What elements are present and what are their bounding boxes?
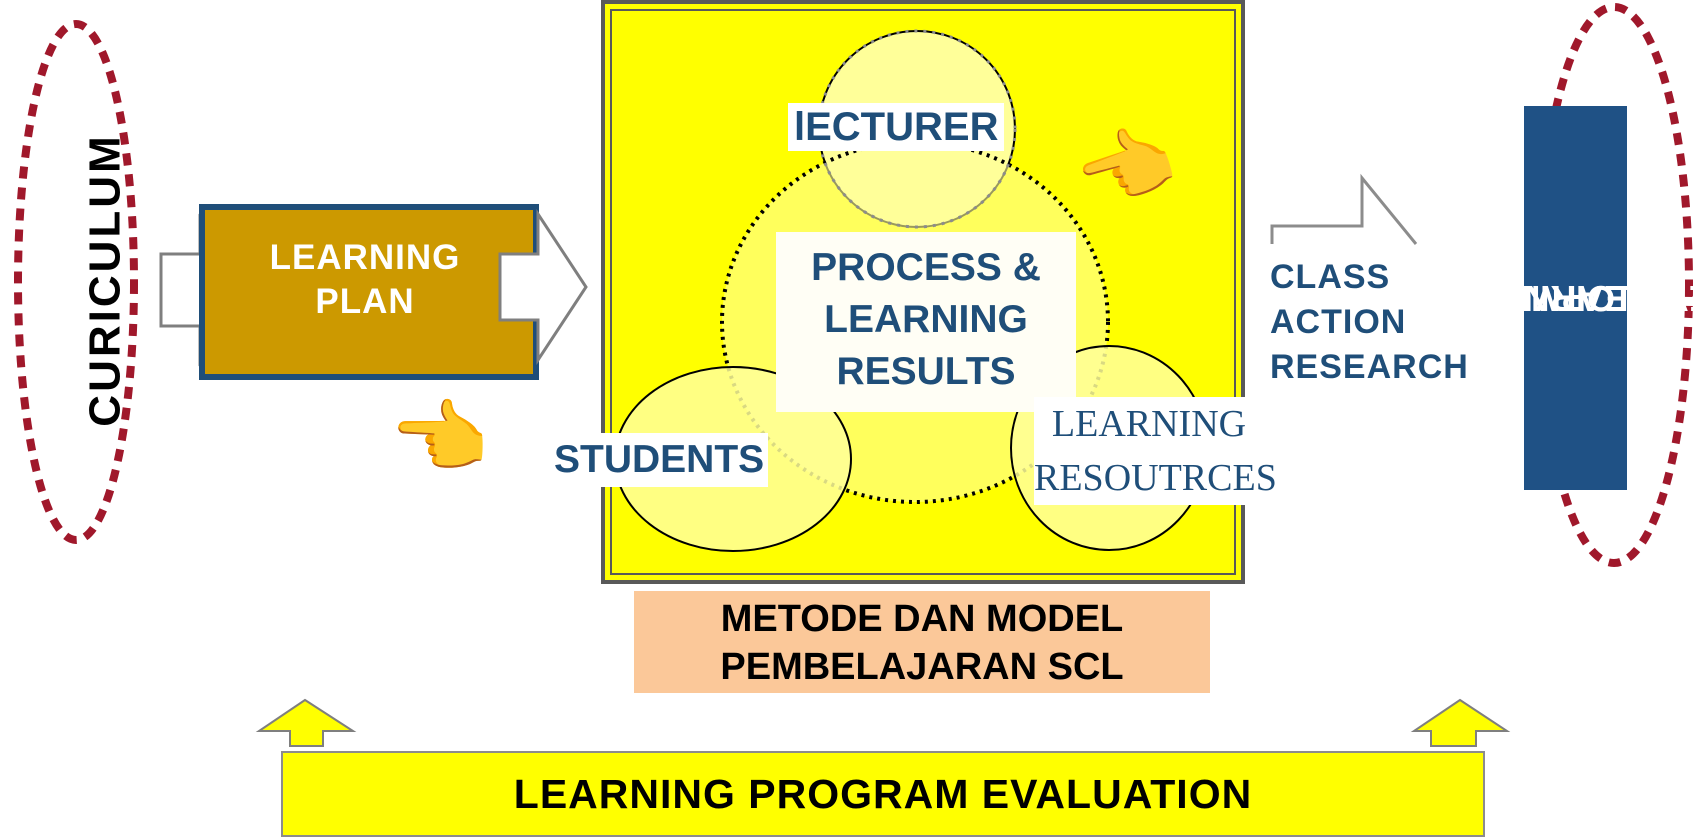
evaluation-up-arrow-left: [255, 698, 357, 747]
learning-plan-label: LEARNING PLAN: [269, 238, 461, 321]
lecturer-label: lECTURER: [788, 103, 1005, 151]
curiculum-label: CURICULUM: [81, 133, 130, 427]
process-learning-results-label: PROCESS & LEARNING RESULTS: [776, 232, 1076, 412]
learning-resources-label: LEARNING RESOUTRCES: [1034, 397, 1277, 505]
evaluation-bar: [281, 751, 1485, 837]
class-action-research-label: CLASS ACTION RESEARCH: [1270, 258, 1469, 386]
students-label: STUDENTS: [550, 433, 769, 487]
pointing-hand-icon: 👉: [392, 391, 492, 484]
evaluation-up-arrow-right: [1410, 698, 1511, 747]
learning-development-label: LEARNING DEVELOPMENT: [1455, 106, 1701, 490]
learning-program-evaluation-label: LEARNING PROGRAM EVALUATION: [513, 770, 1253, 817]
research-arrow: [1270, 173, 1418, 245]
output-arrow: [498, 208, 588, 366]
development-dashed-ellipse: [1535, 3, 1693, 567]
metode-model-label: METODE DAN MODEL PEMBELAJARAN SCL: [634, 591, 1210, 693]
learning-plan-box: [199, 204, 539, 380]
curiculum-dashed-ellipse: [14, 20, 138, 544]
